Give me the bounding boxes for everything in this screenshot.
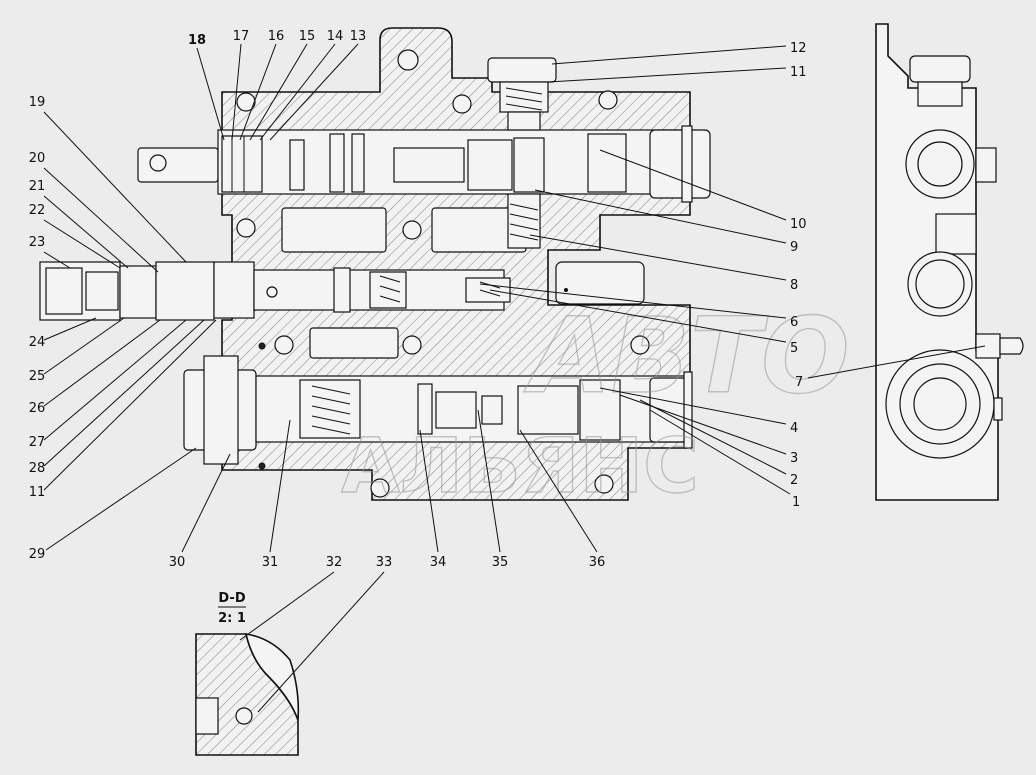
callout-label: 18 — [188, 33, 206, 48]
callout-leader — [257, 571, 385, 713]
callout-leader — [43, 251, 71, 269]
callout-label: 17 — [233, 29, 250, 44]
callout-label: 26 — [29, 401, 46, 416]
callout-label: 1 — [792, 495, 800, 510]
callout-leader — [599, 387, 787, 425]
callout-leader — [477, 409, 501, 553]
callout-label: 20 — [29, 151, 46, 166]
callout-label: 2 — [790, 473, 798, 488]
callout-leader — [43, 219, 121, 269]
callout-label: 16 — [268, 29, 285, 44]
callout-label: 13 — [350, 29, 367, 44]
section-name: D-D — [218, 591, 245, 606]
callout-leader — [534, 189, 787, 244]
callout-label: 7 — [795, 375, 803, 390]
callouts: 1234567891011121314151617181920212223242… — [29, 29, 986, 713]
callout-leader — [43, 319, 187, 441]
callout-label: 22 — [29, 203, 46, 218]
callout-leader — [43, 317, 97, 341]
callout-leader — [231, 43, 242, 141]
side-view — [875, 23, 1024, 501]
callout-leader — [639, 399, 787, 475]
callout-label: 23 — [29, 235, 46, 250]
callout-leader — [43, 111, 187, 263]
callout-leader — [551, 45, 787, 65]
callout-leader — [43, 167, 159, 273]
callout-label: 4 — [790, 421, 798, 436]
callout-leader — [249, 43, 308, 141]
callout-leader — [619, 394, 787, 455]
callout-label: 15 — [299, 29, 316, 44]
callout-leader — [807, 345, 986, 379]
callout-label: 24 — [29, 335, 46, 350]
callout-label: 9 — [790, 240, 798, 255]
callout-label: 27 — [29, 435, 46, 450]
lower-spool — [183, 342, 693, 470]
callout-label: 35 — [492, 555, 509, 570]
callout-leader — [259, 43, 336, 141]
callout-leader — [43, 319, 161, 407]
callout-label: 11 — [29, 485, 46, 500]
callout-label: 3 — [790, 451, 798, 466]
callout-leader — [181, 453, 231, 553]
watermark: АВТО АЛЬЯНС — [340, 294, 850, 510]
upper-spool — [137, 57, 711, 249]
section-scale: 2: 1 — [218, 611, 246, 626]
callout-leader — [43, 317, 125, 375]
callout-label: 30 — [169, 555, 186, 570]
callout-leader — [239, 571, 335, 641]
callout-leader — [196, 47, 225, 141]
middle-spool — [39, 261, 511, 321]
callout-leader — [489, 289, 787, 343]
callout-label: 36 — [589, 555, 606, 570]
callout-label: 33 — [376, 555, 393, 570]
section-d-d: D-D 2: 1 — [195, 591, 300, 756]
callout-leader — [529, 234, 787, 281]
callout-leader — [43, 319, 205, 467]
callout-leader — [649, 409, 791, 495]
callout-label: 32 — [326, 555, 343, 570]
callout-label: 8 — [790, 278, 798, 293]
callout-label: 31 — [262, 555, 279, 570]
callout-leader — [269, 419, 291, 553]
callout-leader — [519, 429, 598, 553]
callout-leader — [419, 429, 439, 553]
callout-label: 6 — [790, 315, 798, 330]
callout-leader — [43, 195, 129, 269]
callout-label: 29 — [29, 547, 46, 562]
callout-label: 34 — [430, 555, 447, 570]
callout-label: 12 — [790, 41, 807, 56]
callout-label: 19 — [29, 95, 46, 110]
callout-label: 5 — [790, 341, 798, 356]
callout-leader — [547, 67, 787, 83]
callout-leader — [599, 149, 787, 221]
callout-label: 25 — [29, 369, 46, 384]
callout-leader — [43, 319, 217, 491]
callout-leader — [45, 447, 197, 551]
watermark-line1: АВТО — [523, 295, 849, 417]
callout-leader — [239, 43, 277, 141]
callout-label: 10 — [790, 217, 807, 232]
callout-label: 14 — [327, 29, 344, 44]
callout-label: 11 — [790, 65, 807, 80]
callout-leader — [269, 43, 359, 141]
watermark-line2: АЛЬЯНС — [341, 421, 699, 510]
callout-label: 21 — [29, 179, 46, 194]
callout-leader — [479, 283, 787, 319]
callout-label: 28 — [29, 461, 46, 476]
